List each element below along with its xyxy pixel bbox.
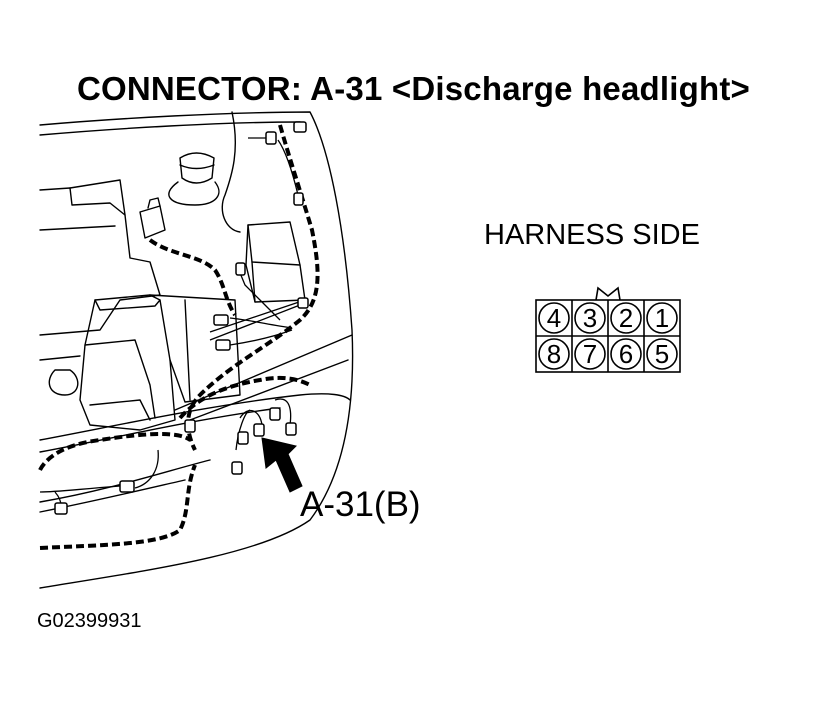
figure-id: G02399931 [37, 610, 142, 632]
pin-label: 3 [583, 303, 597, 333]
connector-callout-label: A-31(B) [300, 485, 421, 524]
pin-label: 8 [547, 339, 561, 369]
pin-label: 2 [619, 303, 633, 333]
connector-face-diagram: 4 3 2 1 8 7 6 5 [535, 286, 681, 373]
pin-label: 1 [655, 303, 669, 333]
pin-label: 5 [655, 339, 669, 369]
engine-bay-illustration [38, 111, 354, 589]
pointer-arrow [261, 437, 303, 493]
pin-label: 4 [547, 303, 561, 333]
harness-side-label: HARNESS SIDE [484, 219, 700, 251]
pin-label: 6 [619, 339, 633, 369]
page-title: CONNECTOR: A-31 <Discharge headlight> [76, 70, 751, 107]
pin-label: 7 [583, 339, 597, 369]
